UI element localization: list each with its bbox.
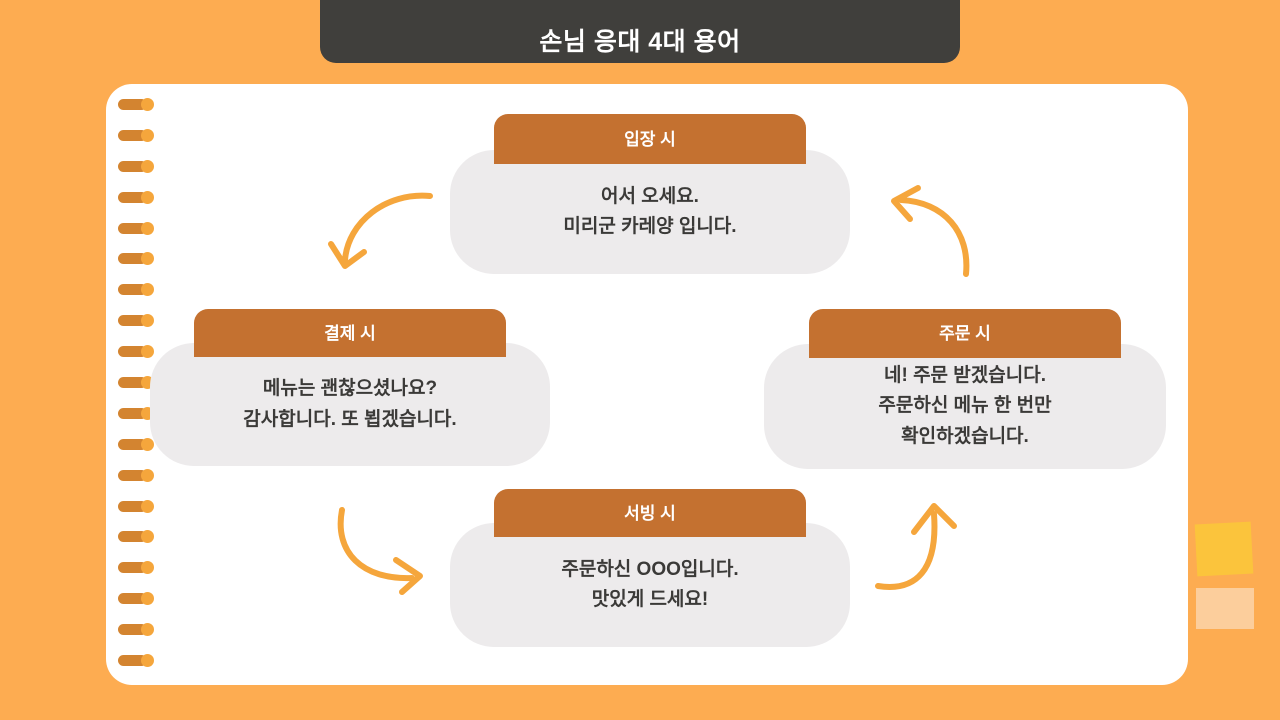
card-serving-body-text: 주문하신 OOO입니다. 맛있게 드세요!: [561, 558, 739, 610]
spiral-ring-cap: [141, 128, 154, 142]
spiral-ring: [118, 437, 154, 451]
sticky-note-peach: [1196, 588, 1254, 629]
spiral-ring-bar: [118, 284, 147, 296]
card-entry-header-text: 입장 시: [624, 129, 676, 149]
arrow-curve-down-right: [330, 500, 440, 595]
spiral-ring-bar: [118, 655, 147, 666]
spiral-ring-bar: [118, 593, 147, 605]
card-payment-header: 결제 시: [194, 309, 506, 357]
spiral-ring-cap: [141, 314, 154, 328]
spiral-ring-bar: [118, 500, 147, 512]
spiral-ring: [118, 128, 154, 142]
spiral-ring: [118, 190, 154, 204]
spiral-ring: [118, 530, 154, 544]
page-title-bar: 손님 응대 4대 용어: [320, 0, 960, 63]
spiral-ring: [118, 314, 154, 328]
spiral-ring-cap: [141, 437, 154, 451]
spiral-ring-cap: [141, 499, 154, 513]
card-payment-body-text: 메뉴는 괜찮으셨나요? 감사합니다. 또 뵙겠습니다.: [243, 378, 457, 430]
spiral-ring: [118, 561, 154, 575]
spiral-ring-cap: [141, 190, 154, 204]
card-order-body: 네! 주문 받겠습니다. 주문하신 메뉴 한 번만 확인하겠습니다.: [764, 344, 1166, 469]
spiral-ring: [118, 221, 154, 235]
spiral-ring: [118, 345, 154, 359]
spiral-ring-cap: [141, 159, 154, 173]
spiral-ring: [118, 252, 154, 266]
card-payment-body: 메뉴는 괜찮으셨나요? 감사합니다. 또 뵙겠습니다.: [150, 343, 550, 466]
spiral-ring-cap: [141, 530, 154, 544]
card-serving[interactable]: 주문하신 OOO입니다. 맛있게 드세요! 서빙 시: [450, 489, 850, 647]
card-entry[interactable]: 어서 오세요. 미리군 카레양 입니다. 입장 시: [450, 114, 850, 274]
sticky-note-yellow: [1194, 521, 1254, 577]
card-entry-body: 어서 오세요. 미리군 카레양 입니다.: [450, 150, 850, 274]
spiral-ring-cap: [141, 561, 154, 575]
spiral-ring-bar: [118, 129, 147, 141]
spiral-ring-cap: [141, 283, 154, 297]
spiral-ring-cap: [141, 468, 154, 482]
spiral-ring-cap: [141, 623, 154, 637]
spiral-ring-bar: [118, 253, 147, 265]
spiral-ring-bar: [118, 562, 147, 574]
spiral-ring: [118, 499, 154, 513]
spiral-ring-bar: [118, 469, 147, 481]
card-payment[interactable]: 메뉴는 괜찮으셨나요? 감사합니다. 또 뵙겠습니다. 결제 시: [150, 309, 550, 466]
page-title: 손님 응대 4대 용어: [539, 28, 741, 56]
spiral-ring-bar: [118, 624, 147, 636]
card-entry-header: 입장 시: [494, 114, 806, 164]
card-order[interactable]: 네! 주문 받겠습니다. 주문하신 메뉴 한 번만 확인하겠습니다. 주문 시: [764, 309, 1166, 469]
card-serving-header: 서빙 시: [494, 489, 806, 537]
spiral-ring-cap: [141, 221, 154, 235]
spiral-ring-bar: [118, 377, 147, 388]
spiral-ring: [118, 654, 154, 667]
spiral-ring-cap: [141, 98, 154, 111]
card-order-body-text: 네! 주문 받겠습니다. 주문하신 메뉴 한 번만 확인하겠습니다.: [878, 365, 1052, 447]
spiral-ring: [118, 623, 154, 637]
card-entry-body-text: 어서 오세요. 미리군 카레양 입니다.: [563, 185, 737, 237]
spiral-ring-bar: [118, 191, 147, 203]
spiral-ring: [118, 406, 154, 420]
card-order-header: 주문 시: [809, 309, 1121, 358]
spiral-ring-bar: [118, 438, 147, 450]
spiral-ring-bar: [118, 346, 147, 358]
spiral-ring-bar: [118, 315, 147, 327]
spiral-ring-bar: [118, 222, 147, 234]
spiral-ring-cap: [141, 252, 154, 266]
spiral-ring: [118, 159, 154, 173]
card-order-header-text: 주문 시: [939, 324, 991, 343]
card-serving-body: 주문하신 OOO입니다. 맛있게 드세요!: [450, 523, 850, 647]
arrow-curve-up-left: [874, 185, 984, 286]
spiral-ring: [118, 376, 154, 389]
spiral-ring-cap: [141, 592, 154, 606]
spiral-ring-bar: [118, 99, 147, 110]
spiral-ring: [118, 283, 154, 297]
spiral-ring-bar: [118, 407, 147, 419]
card-payment-header-text: 결제 시: [324, 323, 376, 343]
spiral-ring: [118, 468, 154, 482]
spiral-ring-cap: [141, 345, 154, 359]
card-serving-header-text: 서빙 시: [624, 503, 676, 523]
arrow-curve-up: [875, 490, 986, 600]
spiral-ring-cap: [141, 654, 154, 667]
spiral-ring: [118, 98, 154, 111]
spiral-ring-bar: [118, 531, 147, 543]
arrow-curve-down-left: [326, 186, 436, 286]
spiral-ring-bar: [118, 160, 147, 172]
spiral-ring: [118, 592, 154, 606]
